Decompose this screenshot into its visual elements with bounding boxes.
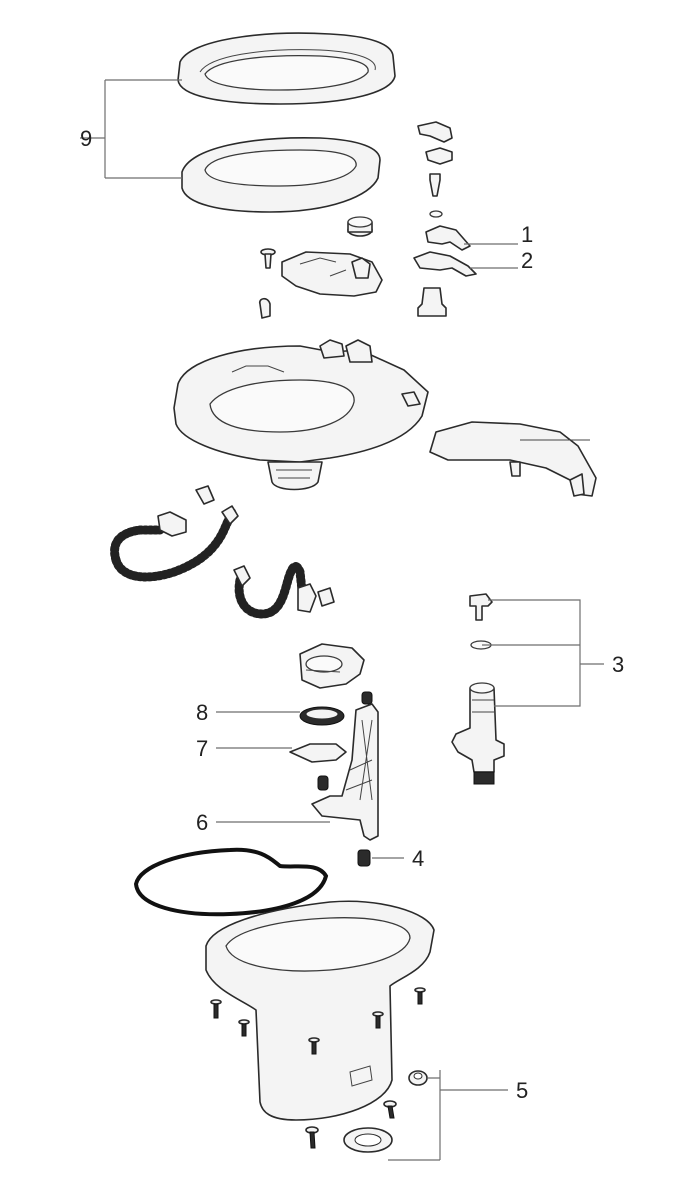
- seat-ring: [181, 136, 381, 213]
- tank-screws: [210, 987, 426, 1149]
- callout-6: 6: [196, 810, 208, 835]
- screw: [308, 1037, 320, 1055]
- pump-bracket-part-6: [311, 703, 379, 841]
- bushing: [347, 216, 373, 237]
- valve-plate-part-7: [289, 743, 347, 763]
- screw: [383, 1100, 397, 1119]
- hinge-parts: [417, 121, 453, 218]
- clip: [258, 297, 271, 319]
- bowl-top: [173, 339, 429, 491]
- callout-7: 7: [196, 736, 208, 761]
- pump-top: [299, 643, 365, 689]
- hinge-lever-part-1: [425, 225, 471, 251]
- tank-base: [205, 900, 435, 1121]
- screw: [210, 999, 222, 1019]
- valve-assembly: [451, 593, 505, 785]
- hinge-bracket-part-2: [413, 251, 477, 277]
- callout-3: 3: [612, 652, 624, 677]
- seat-cover: [177, 32, 396, 105]
- seal-ring-part-8: [299, 706, 345, 726]
- screw: [414, 987, 426, 1005]
- flush-hose-left: [110, 485, 239, 582]
- screw: [305, 1126, 319, 1149]
- hinge-knob: [417, 287, 447, 317]
- callout-2: 2: [521, 248, 533, 273]
- spring: [317, 691, 373, 791]
- callout-8: 8: [196, 700, 208, 725]
- screw: [260, 248, 276, 269]
- cover-panel: [429, 421, 597, 497]
- callout-9: 9: [80, 126, 92, 151]
- hinge-plate: [281, 251, 383, 297]
- leader-lines: [80, 79, 604, 1161]
- drain-washer-part-5: [343, 1070, 428, 1153]
- flush-hose-right: [233, 561, 335, 619]
- screw: [238, 1019, 250, 1037]
- callout-4: 4: [412, 846, 424, 871]
- callout-5: 5: [516, 1078, 528, 1103]
- callout-1: 1: [521, 222, 533, 247]
- screw: [372, 1011, 384, 1029]
- gasket: [133, 847, 329, 917]
- spring-part-4: [357, 849, 371, 867]
